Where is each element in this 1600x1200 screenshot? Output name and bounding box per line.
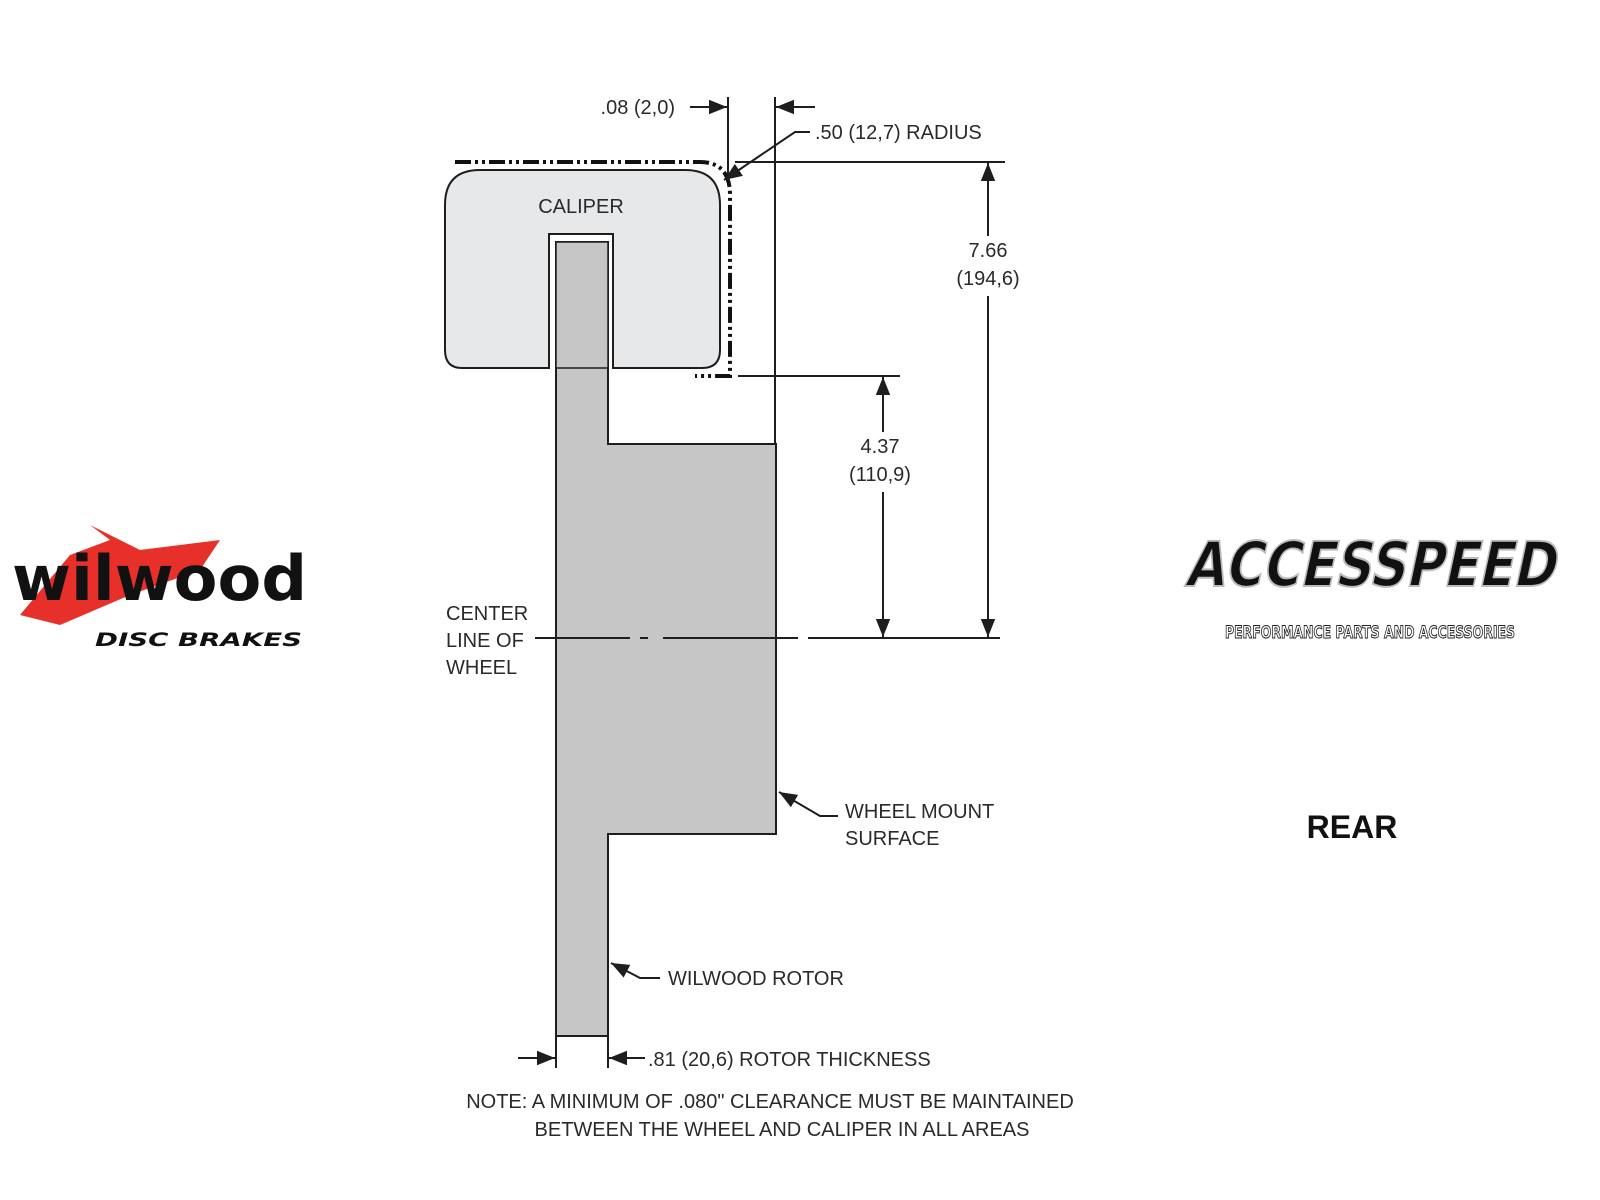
wilwood-logo-name: wilwood xyxy=(12,542,307,615)
overall-height-in: 7.66 xyxy=(969,240,1008,262)
overall-height-mm: (194,6) xyxy=(956,268,1019,290)
rotor-label: WILWOOD ROTOR xyxy=(668,968,844,990)
caliper-label: CALIPER xyxy=(538,196,624,218)
radius-dimension: .50 (12,7) RADIUS xyxy=(815,122,982,144)
clearance-dimension: .08 (2,0) xyxy=(601,97,675,119)
wilwood-logo-sub: DISC BRAKES xyxy=(95,629,302,651)
thickness-dimension: .81 (20,6) ROTOR THICKNESS xyxy=(648,1049,931,1071)
wilwood-logo: wilwood DISC BRAKES xyxy=(12,525,307,651)
accesspeed-logo: ACCESSPEED PERFORMANCE PARTS AND ACCESSO… xyxy=(1180,528,1567,644)
note-line-1: NOTE: A MINIMUM OF .080" CLEARANCE MUST … xyxy=(466,1091,1074,1113)
centerline-label-3: WHEEL xyxy=(446,657,517,679)
caliper xyxy=(444,169,721,369)
mount-height-mm: (110,9) xyxy=(849,464,911,486)
accesspeed-logo-sub: PERFORMANCE PARTS AND ACCESSORIES xyxy=(1225,623,1515,643)
position-label: REAR xyxy=(1307,809,1398,845)
accesspeed-logo-name: ACCESSPEED xyxy=(1181,529,1566,601)
rotor-leader xyxy=(610,962,660,979)
wheel-mount-leader xyxy=(778,791,838,817)
centerline-label-2: LINE OF xyxy=(446,630,524,652)
wheel-mount-label-1: WHEEL MOUNT xyxy=(845,801,994,823)
centerline-label-1: CENTER xyxy=(446,603,528,625)
radius-leader xyxy=(723,131,810,181)
wheel-mount-label-2: SURFACE xyxy=(845,828,939,850)
mount-height-in: 4.37 xyxy=(861,436,900,458)
note-line-2: BETWEEN THE WHEEL AND CALIPER IN ALL ARE… xyxy=(535,1119,1030,1141)
wilwood-brush-mark xyxy=(20,525,220,625)
rotor-in-caliper xyxy=(555,241,609,369)
